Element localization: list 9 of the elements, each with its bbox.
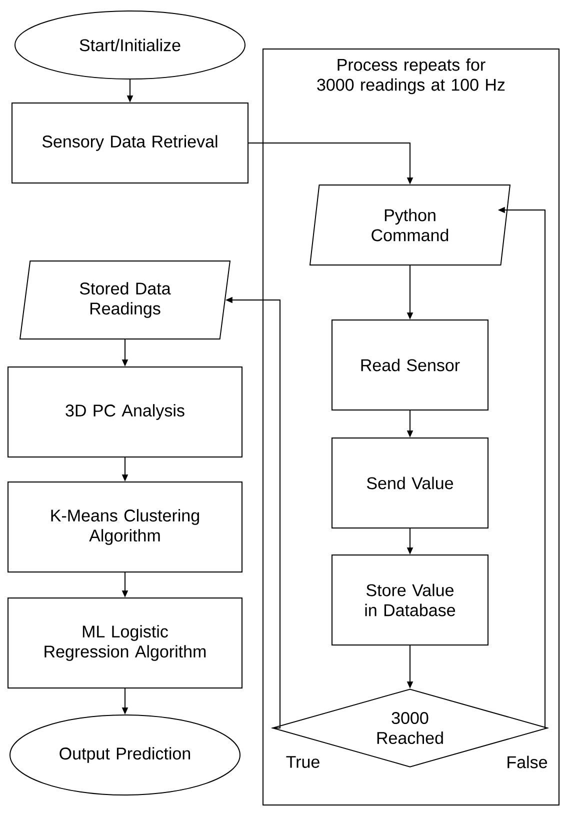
process-box: Store Value in Database [332,554,488,646]
process-box: ML Logistic Regression Algorithm [8,598,242,688]
edge-label: True [284,755,322,769]
process-box: Sensory Data Retrieval [12,102,248,184]
process-box: Read Sensor [332,320,488,410]
process-box: 3D PC Analysis [8,366,242,458]
edge-label: False [505,754,549,770]
process-box: Send Value [332,438,488,528]
process-box: K-Means Clustering Algorithm [8,482,242,572]
